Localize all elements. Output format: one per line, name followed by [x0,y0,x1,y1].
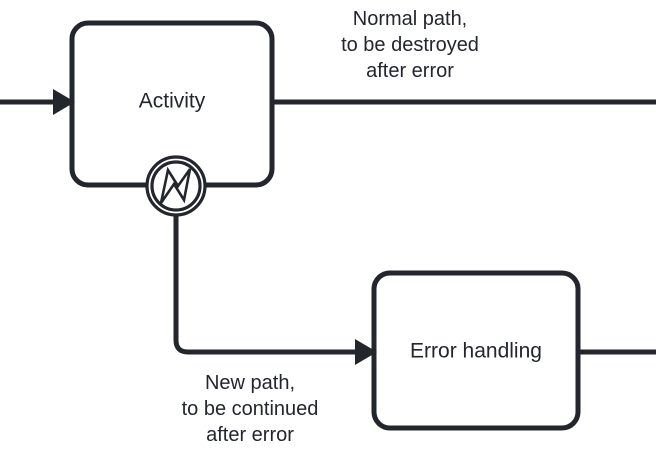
annotation-new-path-line-2: to be continued [181,398,319,420]
error-boundary-event[interactable] [145,155,207,217]
annotation-new-path: New path, to be continued after error [150,370,350,448]
error-flow [173,214,377,365]
annotation-normal-path-line-2: to be destroyed [341,34,479,56]
error-boundary-event-inner-circle [150,160,202,212]
task-error-handling[interactable]: Error handling [371,270,581,431]
lightning-bolt-icon [159,166,192,204]
task-error-handling-shape [371,270,581,431]
annotation-normal-path-line-3: after error [366,60,454,82]
incoming-flow [0,89,75,115]
task-error-handling-label: Error handling [410,340,542,363]
annotation-normal-path: Normal path, to be destroyed after error [310,6,510,84]
task-activity-label: Activity [139,90,206,113]
incoming-flow-arrowhead [53,89,75,115]
annotation-new-path-line-3: after error [206,424,294,446]
error-flow-arrowhead [355,339,377,365]
error-flow-line [173,214,359,355]
annotation-new-path-line-1: New path, [204,372,296,394]
annotation-normal-path-line-1: Normal path, [352,8,468,30]
